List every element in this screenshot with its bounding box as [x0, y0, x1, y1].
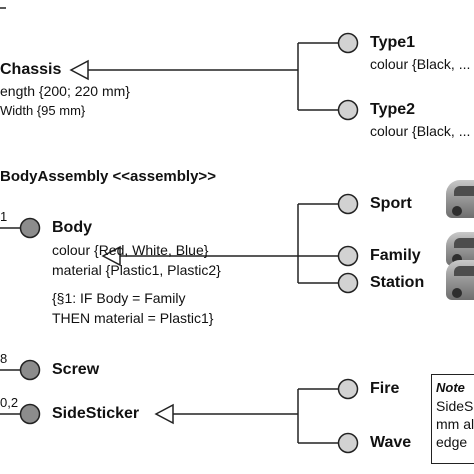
wave-node	[337, 432, 359, 454]
body-attr-material: material {Plastic1, Plastic2}	[52, 262, 221, 278]
chassis-attr-width: Width {95 mm}	[0, 103, 86, 118]
side-sticker-node	[19, 403, 41, 425]
side-sticker-generalization-arrow	[154, 403, 174, 425]
sport-node	[337, 193, 359, 215]
note-line-1: SideS	[436, 398, 474, 414]
type1-node	[337, 32, 359, 54]
station-label: Station	[370, 274, 425, 291]
note-line-2: mm al	[436, 416, 474, 432]
side-sticker-generalization	[154, 388, 338, 444]
body-attr-colour: colour {Red, White, Blue}	[52, 242, 209, 258]
note-box: Note SideS mm al edge	[431, 374, 474, 464]
station-car-image	[446, 260, 474, 300]
chassis-generalization-arrow	[69, 59, 89, 81]
type1-attr: colour {Black, ...	[370, 56, 471, 72]
station-node	[337, 272, 359, 294]
fire-label: Fire	[370, 380, 400, 397]
side-sticker-label: SideSticker	[52, 405, 140, 422]
chassis-generalization	[69, 42, 338, 111]
family-node	[337, 245, 359, 267]
body-node	[19, 217, 41, 239]
type1-label: Type1	[370, 34, 416, 51]
body-label: Body	[52, 219, 92, 236]
type2-node	[337, 99, 359, 121]
body-generalization	[101, 203, 338, 284]
screw-multiplicity: 8	[0, 351, 8, 366]
fire-node	[337, 378, 359, 400]
screw-node	[19, 359, 41, 381]
body-multiplicity: 1	[0, 209, 8, 224]
family-label: Family	[370, 247, 421, 264]
chassis-attr-length: ength {200; 220 mm}	[0, 83, 130, 99]
body-constraint-line1: {§1: IF Body = Family	[52, 290, 186, 306]
type2-label: Type2	[370, 101, 416, 118]
side-sticker-multiplicity: 0,2	[0, 395, 19, 410]
chassis-label: Chassis	[0, 61, 62, 78]
note-line-3: edge	[436, 434, 468, 450]
note-title: Note	[436, 380, 465, 395]
body-assembly-label: BodyAssembly <<assembly>>	[0, 168, 216, 185]
sport-car-image	[446, 180, 474, 218]
screw-label: Screw	[52, 361, 100, 378]
type2-attr: colour {Black, ...	[370, 123, 471, 139]
body-generalization-arrow	[101, 245, 121, 267]
body-constraint-line2: THEN material = Plastic1}	[52, 310, 214, 326]
wave-label: Wave	[370, 434, 412, 451]
sport-label: Sport	[370, 195, 412, 212]
